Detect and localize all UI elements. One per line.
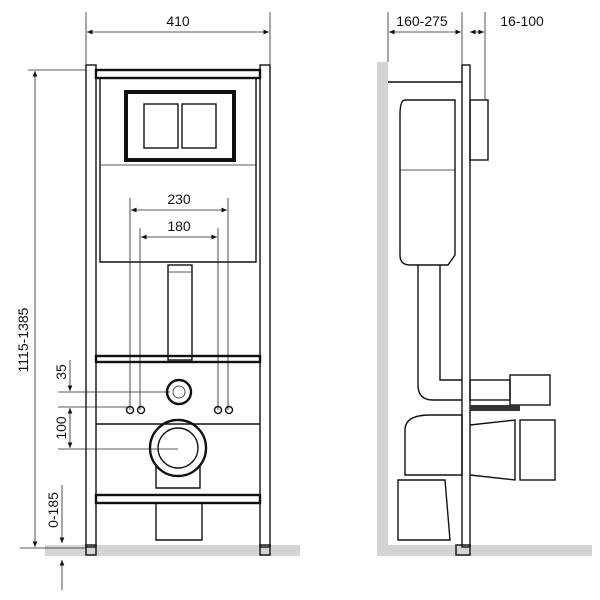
flush-plate [124, 90, 236, 162]
dim-100-label: 100 [53, 416, 69, 440]
foot-left [85, 544, 97, 556]
front-view: 230 180 410 1115-1385 35 [15, 12, 300, 590]
mounting-studs [125, 405, 234, 415]
dim-height-label: 1115-1385 [15, 307, 31, 372]
drain-elbow-side [397, 479, 451, 541]
dim-35-label: 35 [53, 364, 69, 380]
floor [45, 545, 300, 556]
dim-180-label: 180 [167, 218, 191, 234]
stud-bolt [470, 405, 520, 411]
flush-button-large [143, 103, 179, 149]
top-crossbar [94, 68, 262, 80]
drain-elbow [155, 503, 203, 541]
flush-outlet [165, 378, 193, 406]
cistern-side [399, 99, 456, 266]
drain-connector [469, 419, 516, 481]
frame-post-left [85, 64, 97, 548]
frame-side [461, 64, 471, 548]
frame-post-right [259, 64, 271, 548]
flush-plate-side [469, 99, 489, 161]
inlet-connector [509, 374, 551, 406]
cistern [99, 78, 257, 263]
foot-side [455, 544, 471, 556]
drain-outlet [148, 418, 208, 478]
middle-crossbar [94, 354, 262, 364]
dim-230-label: 230 [167, 191, 191, 207]
side-view: 160-275 16-100 [377, 12, 592, 556]
foot-right [259, 544, 271, 556]
wall [377, 62, 388, 547]
dim-depth-label: 160-275 [396, 13, 448, 29]
dim-wall-gap-label: 16-100 [500, 13, 544, 29]
inlet-pipe [469, 379, 511, 401]
dim-410-label: 410 [166, 13, 190, 29]
flush-pipe-side [417, 265, 462, 401]
bottom-crossbar [94, 493, 262, 505]
drain-bend [404, 414, 463, 476]
flush-button-small [181, 103, 217, 149]
floor-side [377, 545, 592, 556]
flush-pipe [167, 264, 193, 361]
dim-floor-label: 0-185 [45, 492, 61, 528]
